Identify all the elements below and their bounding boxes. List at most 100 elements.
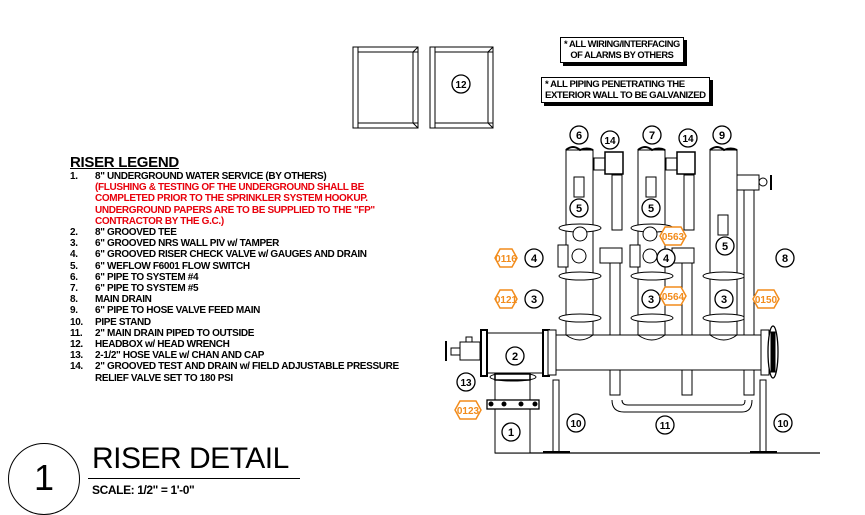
callout-5b: 5 bbox=[641, 198, 661, 218]
svg-text:4: 4 bbox=[531, 253, 538, 265]
detail-scale: SCALE: 1/2" = 1'-0" bbox=[92, 483, 195, 497]
legend-item: 13. 2-1/2" HOSE VALE w/ CHAN AND CAP bbox=[70, 350, 490, 361]
svg-text:12: 12 bbox=[455, 80, 467, 91]
svg-text:1: 1 bbox=[508, 427, 514, 439]
callout-9: 9 bbox=[712, 125, 732, 145]
callout-6: 6 bbox=[569, 125, 589, 145]
pipe-stands bbox=[543, 379, 777, 453]
riser-legend: RISER LEGEND 1. 8" UNDERGROUND WATER SERV… bbox=[70, 155, 490, 384]
legend-item-text: 2" MAIN DRAIN PIPED TO OUTSIDE bbox=[95, 327, 255, 339]
legend-item: 2. 8" GROOVED TEE bbox=[70, 227, 490, 238]
callout-10a: 10 bbox=[566, 413, 586, 433]
legend-item-text: 8" UNDERGROUND WATER SERVICE (BY OTHERS) bbox=[95, 171, 327, 182]
tag-0564: 0564 bbox=[659, 286, 687, 306]
legend-item-number: 9. bbox=[70, 305, 78, 317]
svg-text:8: 8 bbox=[782, 253, 788, 265]
legend-item-text: PIPE STAND bbox=[95, 316, 151, 328]
callouts: 1 2 3 3 3 4 4 5 5 5 6 7 8 9 10 10 11 12 … bbox=[451, 74, 795, 442]
svg-text:4: 4 bbox=[663, 253, 670, 265]
svg-text:3: 3 bbox=[721, 294, 727, 306]
svg-text:0563: 0563 bbox=[662, 232, 685, 243]
riser-system-4 bbox=[557, 146, 602, 341]
legend-item-number: 13. bbox=[70, 350, 83, 362]
svg-text:13: 13 bbox=[460, 378, 472, 389]
tag-0123: 0123 bbox=[454, 400, 482, 420]
legend-note-line: COMPLETED PRIOR TO THE SPRINKLER SYSTEM … bbox=[95, 193, 368, 205]
legend-item: 9.6" PIPE TO HOSE VALVE FEED MAIN bbox=[70, 305, 490, 316]
svg-text:5: 5 bbox=[648, 203, 654, 215]
svg-text:7: 7 bbox=[649, 130, 655, 142]
legend-item-text: MAIN DRAIN bbox=[95, 294, 152, 306]
callout-5a: 5 bbox=[569, 198, 589, 218]
legend-item-number: 5. bbox=[70, 260, 78, 272]
legend-title: RISER LEGEND bbox=[70, 154, 179, 171]
svg-text:3: 3 bbox=[531, 294, 537, 306]
legend-item-text: 2" GROOVED TEST AND DRAIN w/ FIELD ADJUS… bbox=[95, 361, 399, 373]
svg-text:6: 6 bbox=[576, 130, 582, 142]
svg-text:0116: 0116 bbox=[495, 254, 517, 265]
tag-0116: 0116 bbox=[494, 248, 518, 268]
svg-text:2: 2 bbox=[512, 351, 518, 363]
legend-item-text: HEADBOX w/ HEAD WRENCH bbox=[95, 339, 230, 351]
legend-item: 11. 2" MAIN DRAIN PIPED TO OUTSIDE bbox=[70, 328, 490, 339]
legend-item-number: 10. bbox=[70, 316, 83, 328]
legend-item-number: 3. bbox=[70, 238, 78, 250]
callout-7: 7 bbox=[642, 125, 662, 145]
headbox bbox=[352, 46, 494, 129]
tag-0150: 0150 bbox=[752, 289, 780, 309]
legend-note-line: UNDERGROUND PAPERS ARE TO BE SUPPLIED TO… bbox=[95, 204, 375, 216]
svg-text:5: 5 bbox=[722, 241, 728, 253]
legend-item-number: 11. bbox=[70, 327, 83, 339]
legend-item: 3. 6" GROOVED NRS WALL PIV w/ TAMPER bbox=[70, 238, 490, 249]
equipment-tags: 0116 0121 0563 0564 0150 0123 bbox=[454, 226, 780, 420]
callout-8: 8 bbox=[775, 248, 795, 268]
svg-text:0123: 0123 bbox=[457, 406, 480, 417]
drain-piping bbox=[599, 174, 772, 413]
callout-2: 2 bbox=[505, 346, 525, 366]
legend-item: 14. 2" GROOVED TEST AND DRAIN w/ FIELD AD… bbox=[70, 361, 490, 372]
legend-item-number: 14. bbox=[70, 361, 83, 373]
legend-item-text: 6" GROOVED RISER CHECK VALVE w/ GAUGES A… bbox=[95, 249, 367, 261]
tag-0563: 0563 bbox=[659, 226, 687, 246]
legend-item-number: 4. bbox=[70, 249, 78, 261]
legend-item: 1. 8" UNDERGROUND WATER SERVICE (BY OTHER… bbox=[70, 171, 490, 182]
piping-note: * ALL PIPING PENETRATING THE EXTERIOR WA… bbox=[541, 77, 710, 103]
wiring-note: * ALL WIRING/INTERFACING OF ALARMS BY OT… bbox=[560, 37, 684, 63]
callout-10b: 10 bbox=[773, 413, 793, 433]
legend-note-line: (FLUSHING & TESTING OF THE UNDERGROUND S… bbox=[95, 182, 364, 194]
callout-12: 12 bbox=[451, 74, 471, 94]
svg-text:0564: 0564 bbox=[662, 292, 685, 303]
legend-item-text: 2-1/2" HOSE VALE w/ CHAN AND CAP bbox=[95, 350, 265, 362]
legend-item-text: 6" PIPE TO SYSTEM #4 bbox=[95, 271, 199, 283]
svg-text:10: 10 bbox=[570, 419, 582, 430]
detail-number: 1 bbox=[33, 457, 55, 498]
legend-item-text: 6" GROOVED NRS WALL PIV w/ TAMPER bbox=[95, 238, 279, 250]
svg-text:3: 3 bbox=[648, 294, 654, 306]
legend-item-number: 2. bbox=[70, 227, 78, 239]
detail-title: RISER DETAIL bbox=[92, 442, 289, 475]
test-and-drain-assemblies bbox=[593, 151, 696, 231]
callout-3c: 3 bbox=[714, 289, 734, 309]
legend-item: 6. 6" PIPE TO SYSTEM #4 bbox=[70, 272, 490, 283]
legend-item-number: 8. bbox=[70, 294, 78, 306]
legend-item-text: 8" GROOVED TEE bbox=[95, 227, 177, 239]
callout-1: 1 bbox=[501, 422, 521, 442]
main-header-pipe bbox=[547, 325, 779, 379]
legend-item-text: 6" WEFLOW F6001 FLOW SWITCH bbox=[95, 260, 250, 272]
callout-3a: 3 bbox=[524, 289, 544, 309]
legend-item: 10. PIPE STAND bbox=[70, 317, 490, 328]
callout-13: 13 bbox=[456, 372, 476, 392]
svg-text:10: 10 bbox=[777, 419, 789, 430]
legend-item-number: 6. bbox=[70, 271, 78, 283]
legend-item-number: 1. bbox=[70, 171, 78, 182]
legend-item: 5. 6" WEFLOW F6001 FLOW SWITCH bbox=[70, 261, 490, 272]
svg-text:9: 9 bbox=[719, 130, 725, 142]
svg-text:11: 11 bbox=[660, 421, 671, 432]
svg-text:0150: 0150 bbox=[755, 295, 778, 306]
legend-item: 12.HEADBOX w/ HEAD WRENCH bbox=[70, 339, 490, 350]
hose-valve bbox=[445, 336, 481, 361]
title-underline bbox=[88, 478, 300, 479]
legend-item-text: 6" PIPE TO SYSTEM #5 bbox=[95, 283, 199, 295]
legend-item: 7.6" PIPE TO SYSTEM #5 bbox=[70, 283, 490, 294]
